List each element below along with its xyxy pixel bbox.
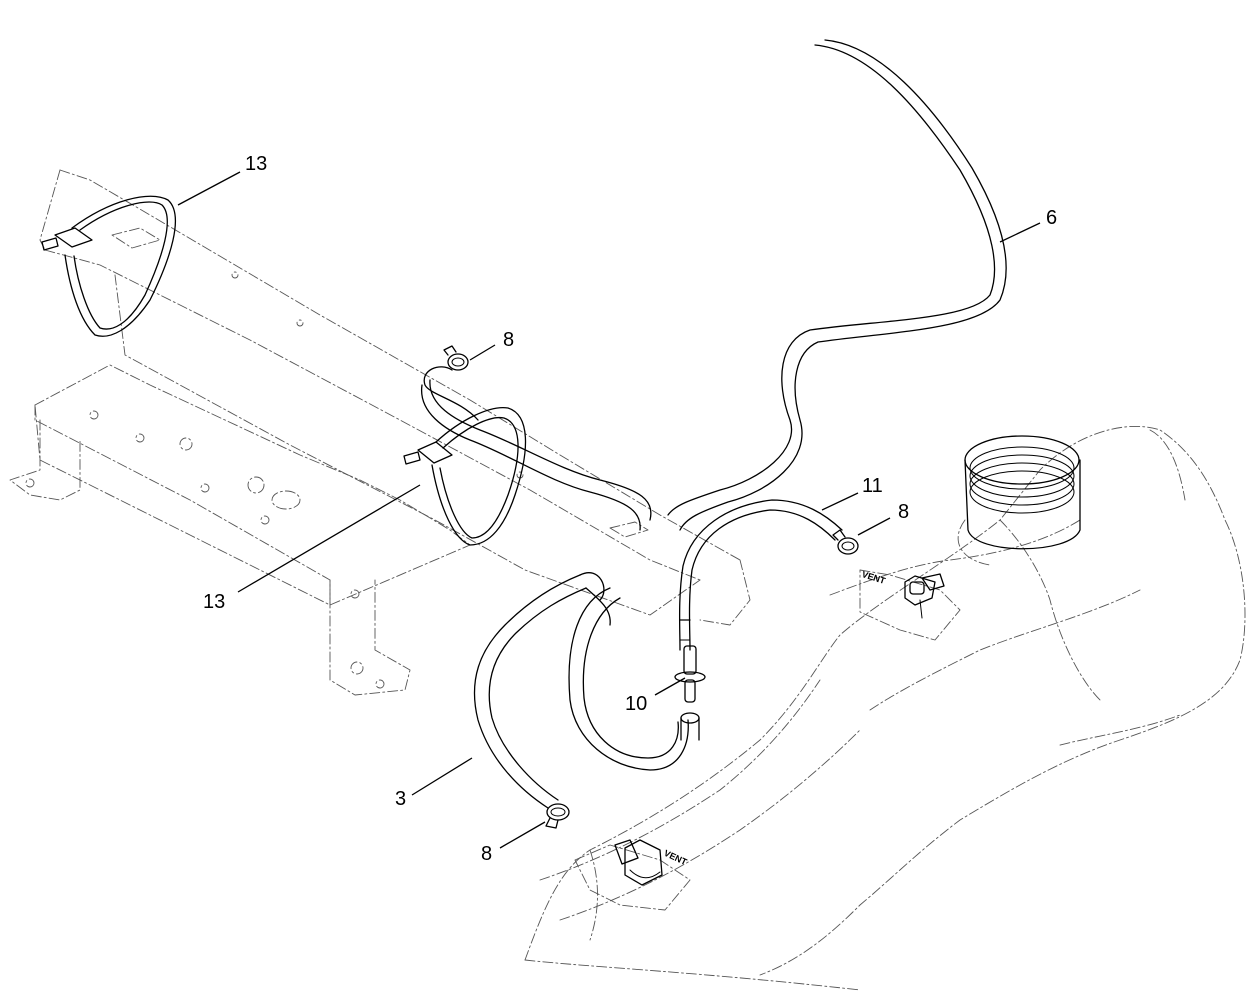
cable-tie-lower (403, 406, 527, 546)
callout-8-middle: 8 (898, 501, 909, 523)
callout-13-lower: 13 (203, 591, 225, 613)
hose-3 (473, 572, 611, 809)
vent-fitting-upper: VENT (861, 569, 945, 619)
callout-10: 10 (625, 693, 647, 715)
callout-3: 3 (395, 788, 406, 810)
callout-6: 6 (1046, 207, 1057, 229)
cable-tie-upper (41, 195, 176, 337)
fuel-tank-outline (524, 425, 1246, 991)
hose-clamp-middle (832, 529, 859, 555)
vent-stamp-upper: VENT (861, 569, 887, 586)
callout-13-upper: 13 (245, 153, 267, 175)
hose-6 (667, 39, 1007, 531)
fitting-10 (674, 645, 706, 741)
vent-fitting-lower: VENT (614, 839, 689, 886)
hose-loop (421, 366, 689, 771)
hose-11 (678, 499, 843, 651)
callout-8-lower: 8 (481, 843, 492, 865)
hose-clamp-upper (443, 345, 469, 371)
hose-clamp-lower (545, 803, 570, 829)
leader-lines (177, 171, 1041, 849)
callout-8-upper: 8 (503, 329, 514, 351)
frame-bracket (9, 169, 751, 696)
filler-neck (957, 435, 1081, 566)
callout-11: 11 (862, 475, 883, 497)
